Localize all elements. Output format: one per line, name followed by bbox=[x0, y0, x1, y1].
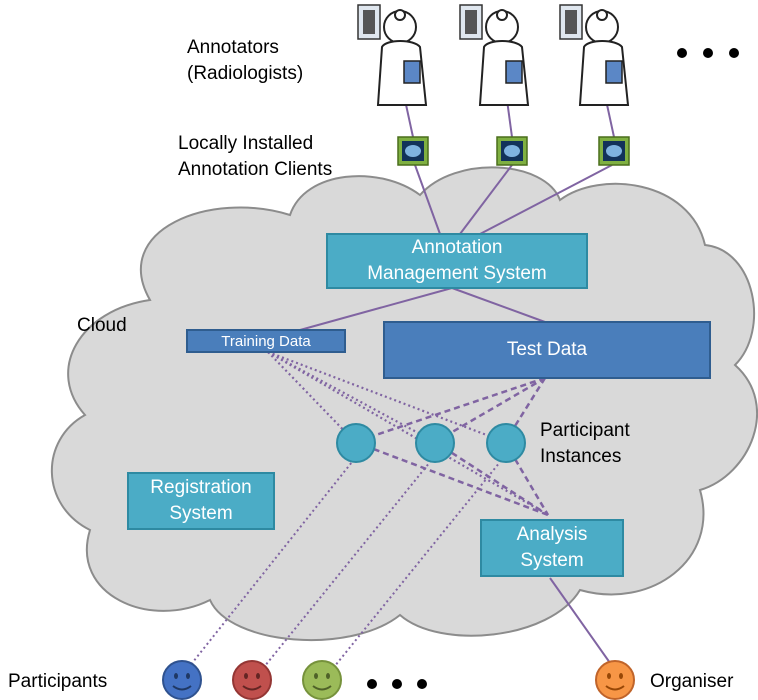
instance-2-analysis-link bbox=[434, 440, 549, 517]
participant-instances bbox=[336, 423, 526, 463]
participant-instance-1[interactable] bbox=[336, 423, 376, 463]
radiologist-icon bbox=[559, 4, 630, 106]
organiser-link bbox=[549, 577, 616, 671]
smiley-face-icon bbox=[302, 660, 342, 700]
participant-instance-2[interactable] bbox=[415, 423, 455, 463]
test-instance-2-link bbox=[434, 376, 546, 444]
annotation-management-system-label: Annotation Management System bbox=[367, 237, 547, 284]
brain-scan-monitor-icon[interactable] bbox=[397, 136, 429, 166]
training-instance-1-link bbox=[267, 351, 356, 443]
analysis-system-label: Analysis System bbox=[516, 524, 588, 571]
participant-instance-3[interactable] bbox=[486, 423, 526, 463]
annotator-2-connector bbox=[506, 99, 513, 138]
annotation-management-system-box[interactable]: Annotation Management System bbox=[326, 233, 588, 289]
annotator-3-connector bbox=[605, 99, 615, 138]
brain-scan-monitor-icon[interactable] bbox=[598, 136, 630, 166]
test-data-label: Test Data bbox=[506, 339, 588, 360]
participants-ellipsis-icon bbox=[367, 679, 427, 689]
training-data-box[interactable]: Training Data bbox=[186, 329, 346, 353]
annotators-label: Annotators (Radiologists) bbox=[187, 37, 304, 84]
annotator-1-connector bbox=[404, 99, 414, 138]
cloud-label: Cloud bbox=[77, 315, 127, 336]
smiley-face-icon bbox=[162, 660, 202, 700]
client-2-connector bbox=[459, 164, 513, 235]
client-3-connector bbox=[479, 164, 613, 235]
participants-label: Participants bbox=[8, 671, 108, 692]
participant-faces bbox=[162, 660, 635, 700]
test-data-box[interactable]: Test Data bbox=[383, 321, 711, 379]
registration-system-label: Registration System bbox=[150, 477, 252, 524]
radiologist-icon bbox=[459, 4, 530, 106]
annotation-clients bbox=[397, 136, 630, 166]
training-analysis-link bbox=[267, 351, 549, 516]
analysis-system-box[interactable]: Analysis System bbox=[480, 519, 624, 577]
annotators-ellipsis-icon bbox=[677, 48, 739, 58]
clients-label: Locally Installed Annotation Clients bbox=[178, 133, 333, 180]
client-1-connector bbox=[414, 164, 441, 235]
annotators bbox=[357, 4, 739, 106]
participant-instances-label: Participant Instances bbox=[540, 420, 630, 467]
registration-system-box[interactable]: Registration System bbox=[127, 472, 275, 530]
participant-2-link bbox=[259, 461, 431, 673]
management-training-connector bbox=[299, 287, 453, 331]
training-instance-3-link bbox=[267, 350, 506, 444]
organiser-label: Organiser bbox=[650, 671, 734, 692]
organiser-smiley-face-icon bbox=[595, 660, 635, 700]
radiologist-icon bbox=[357, 4, 428, 106]
training-data-label: Training Data bbox=[221, 332, 311, 350]
smiley-face-icon bbox=[232, 660, 272, 700]
management-test-connector bbox=[451, 287, 546, 323]
instance-1-analysis-link bbox=[354, 440, 549, 517]
brain-scan-monitor-icon[interactable] bbox=[496, 136, 528, 166]
test-instance-1-link bbox=[354, 376, 546, 444]
participant-3-link bbox=[329, 461, 501, 673]
